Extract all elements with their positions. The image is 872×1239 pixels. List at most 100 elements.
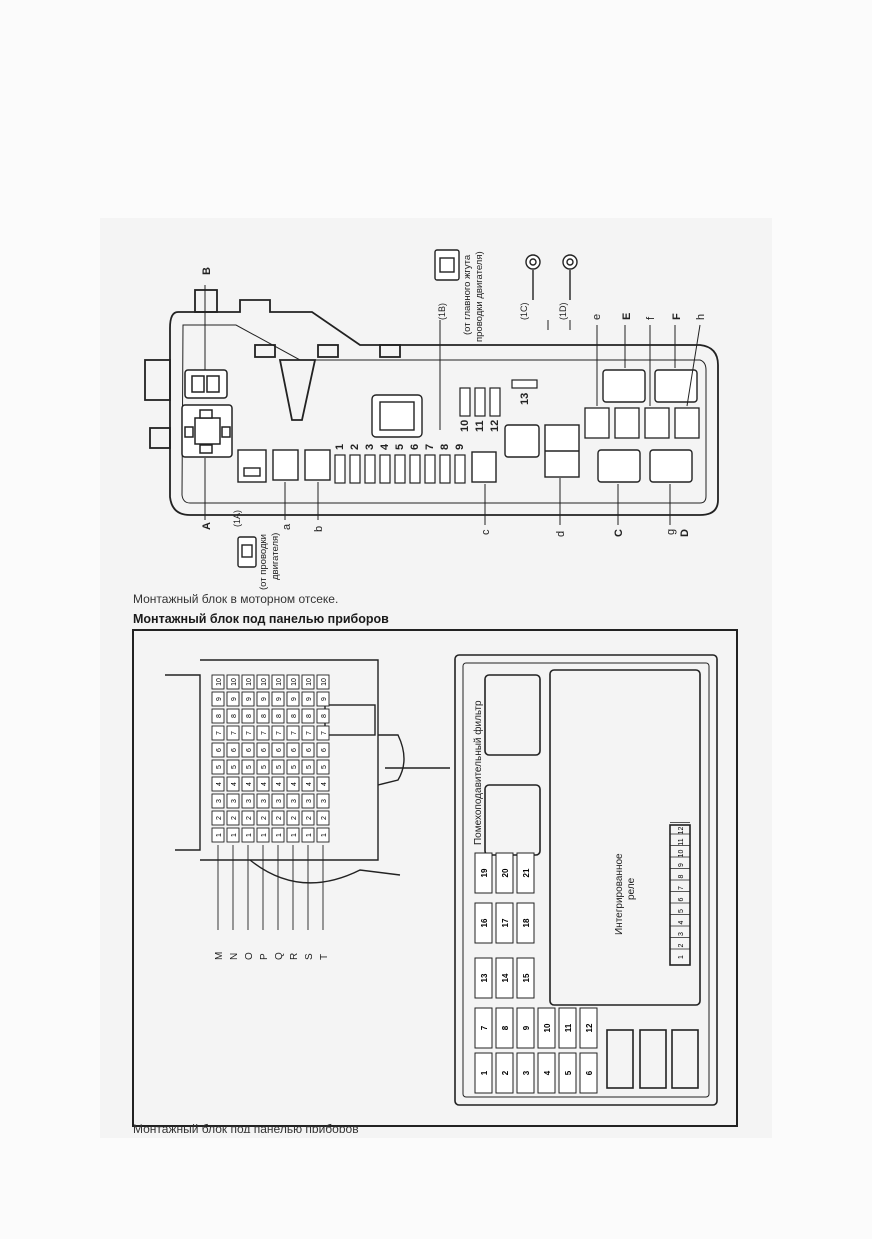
- dash-block-heading: Монтажный блок под панелью приборов: [133, 612, 389, 626]
- fuse-number: 3: [522, 1070, 531, 1075]
- pin-number: 8: [246, 714, 253, 718]
- pin-cell: [211, 776, 225, 792]
- pin-cell: [256, 691, 270, 707]
- pin-number: 6: [321, 748, 328, 752]
- pin-number: 2: [261, 816, 268, 820]
- fuse-number: 1: [334, 444, 346, 450]
- connector-label-R: R: [289, 953, 300, 960]
- pin-number: 9: [306, 697, 313, 701]
- pin-cell: [241, 827, 255, 843]
- pin-cell: [286, 827, 300, 843]
- fuse-number: 4: [379, 443, 391, 450]
- pin-cell: [226, 725, 240, 741]
- pin-cell: [301, 708, 315, 724]
- pin-number: 7: [231, 731, 238, 735]
- pin-number: 1: [246, 833, 253, 837]
- pin-number: 2: [321, 816, 328, 820]
- pin-cell: [211, 708, 225, 724]
- fuse-number: 18: [522, 918, 531, 927]
- pin-number: 10: [261, 678, 268, 686]
- pin-cell: [256, 810, 270, 826]
- pin-cell: [316, 725, 330, 741]
- pin-number: 1: [231, 833, 238, 837]
- pin-cell: [211, 759, 225, 775]
- engine-block-caption: Монтажный блок в моторном отсеке.: [133, 592, 339, 606]
- fuse-slot: [558, 1052, 577, 1094]
- note-engine-harness: (от проводки: [258, 534, 269, 590]
- pin-cell: [301, 793, 315, 809]
- fuse-number: 7: [424, 444, 436, 450]
- pin-cell: [316, 708, 330, 724]
- fuse-slot: [516, 1052, 535, 1094]
- pin-cell: [301, 691, 315, 707]
- fuse-number: 11: [564, 1023, 573, 1032]
- pin-number: 2: [231, 816, 238, 820]
- fuse-slot: [474, 1052, 493, 1094]
- pin-number: 3: [231, 799, 238, 803]
- label-E: E: [621, 313, 633, 320]
- pin-cell: [226, 810, 240, 826]
- pin-number: 9: [231, 697, 238, 701]
- connector-label-T: T: [319, 954, 330, 960]
- pin-cell: [241, 725, 255, 741]
- dash-block-caption: Монтажный блок под панелью приборов: [133, 1122, 359, 1133]
- fuse-slot: [516, 1007, 535, 1049]
- fuse-number: 2: [349, 444, 361, 450]
- label-B: B: [201, 267, 213, 275]
- connector-label-P: P: [259, 953, 270, 960]
- fuse-number: 4: [543, 1070, 552, 1075]
- pin-cell: [286, 674, 300, 690]
- pin-number: 7: [246, 731, 253, 735]
- pin-number: 7: [321, 731, 328, 735]
- relay-pin-number: 10: [678, 850, 685, 858]
- pin-cell: [211, 793, 225, 809]
- pin-number: 7: [276, 731, 283, 735]
- connector-label-N: N: [229, 953, 240, 960]
- pin-number: 6: [276, 748, 283, 752]
- relay-pin-number: 1: [678, 955, 685, 959]
- pin-cell: [286, 776, 300, 792]
- connector-label-M: M: [214, 952, 225, 960]
- pin-cell: [256, 742, 270, 758]
- pin-cell: [286, 691, 300, 707]
- pin-number: 6: [246, 748, 253, 752]
- pin-cell: [226, 827, 240, 843]
- label-D: D: [679, 529, 691, 537]
- pin-cell: [271, 759, 285, 775]
- label-d: d: [555, 531, 567, 537]
- pin-number: 10: [291, 678, 298, 686]
- pin-cell: [271, 827, 285, 843]
- pin-number: 9: [261, 697, 268, 701]
- connector-1B: (1B): [437, 303, 447, 320]
- pin-cell: [316, 810, 330, 826]
- fuse-number: 12: [489, 420, 501, 432]
- pin-number: 5: [246, 765, 253, 769]
- pin-number: 4: [261, 782, 268, 786]
- pin-cell: [226, 742, 240, 758]
- pin-number: 5: [231, 765, 238, 769]
- fuse-slot: [516, 852, 535, 894]
- pin-number: 8: [216, 714, 223, 718]
- pin-number: 10: [276, 678, 283, 686]
- pin-cell: [316, 742, 330, 758]
- connector-pin-grid: 1234567891012345678910123456789101234567…: [211, 674, 330, 843]
- pin-number: 8: [276, 714, 283, 718]
- fuse-number: 10: [459, 420, 471, 432]
- pin-cell: [226, 708, 240, 724]
- fuse-slot: [474, 902, 493, 944]
- pin-number: 6: [261, 748, 268, 752]
- pin-cell: [271, 674, 285, 690]
- pin-cell: [241, 674, 255, 690]
- label-h: h: [695, 314, 707, 320]
- pin-number: 4: [216, 782, 223, 786]
- label-A: A: [201, 522, 213, 530]
- fuse-number: 12: [585, 1023, 594, 1032]
- pin-cell: [256, 725, 270, 741]
- pin-number: 8: [291, 714, 298, 718]
- note-main-harness: (от главного жгута: [462, 254, 473, 335]
- pin-cell: [286, 759, 300, 775]
- pin-number: 5: [291, 765, 298, 769]
- pin-number: 1: [216, 833, 223, 837]
- pin-number: 3: [321, 799, 328, 803]
- label-a: a: [281, 523, 293, 530]
